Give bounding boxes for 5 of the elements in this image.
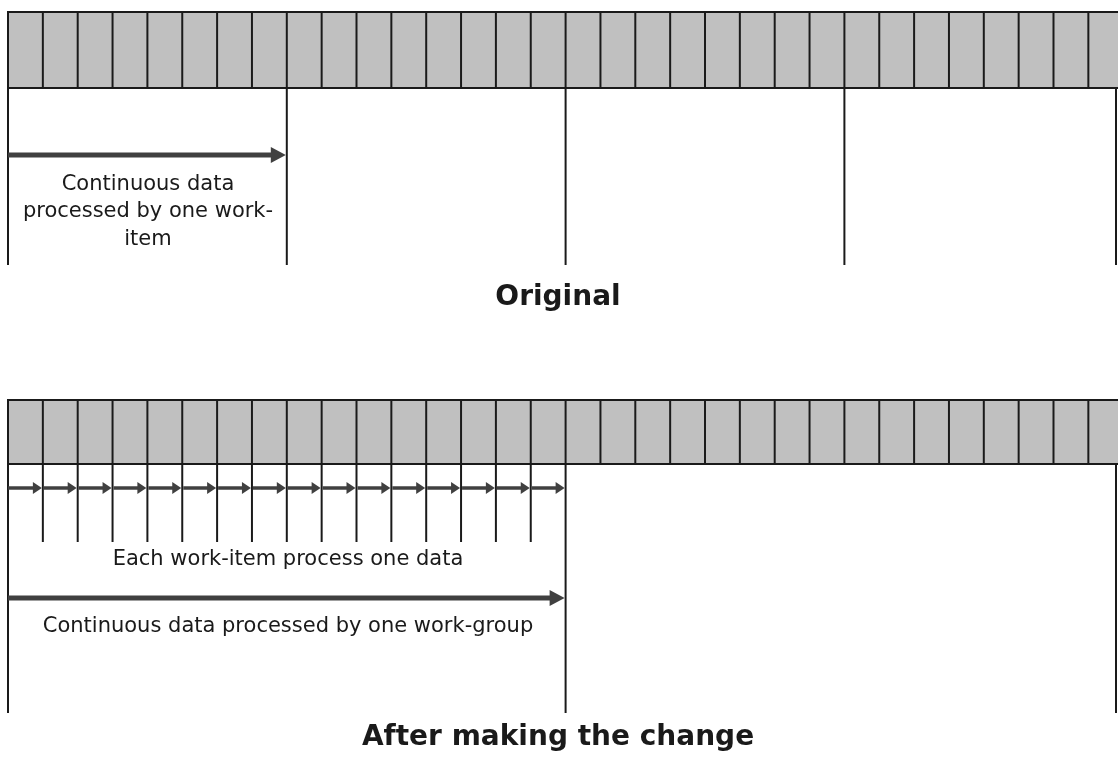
annotation-text: Continuous data processed by one work-group — [41, 612, 535, 639]
panel-title: After making the change — [360, 718, 756, 754]
annotation-text: Each work-item process one data — [111, 545, 465, 572]
panel-title: Original — [494, 278, 622, 314]
annotation-text: Continuous data processed by one work-item — [21, 170, 275, 252]
